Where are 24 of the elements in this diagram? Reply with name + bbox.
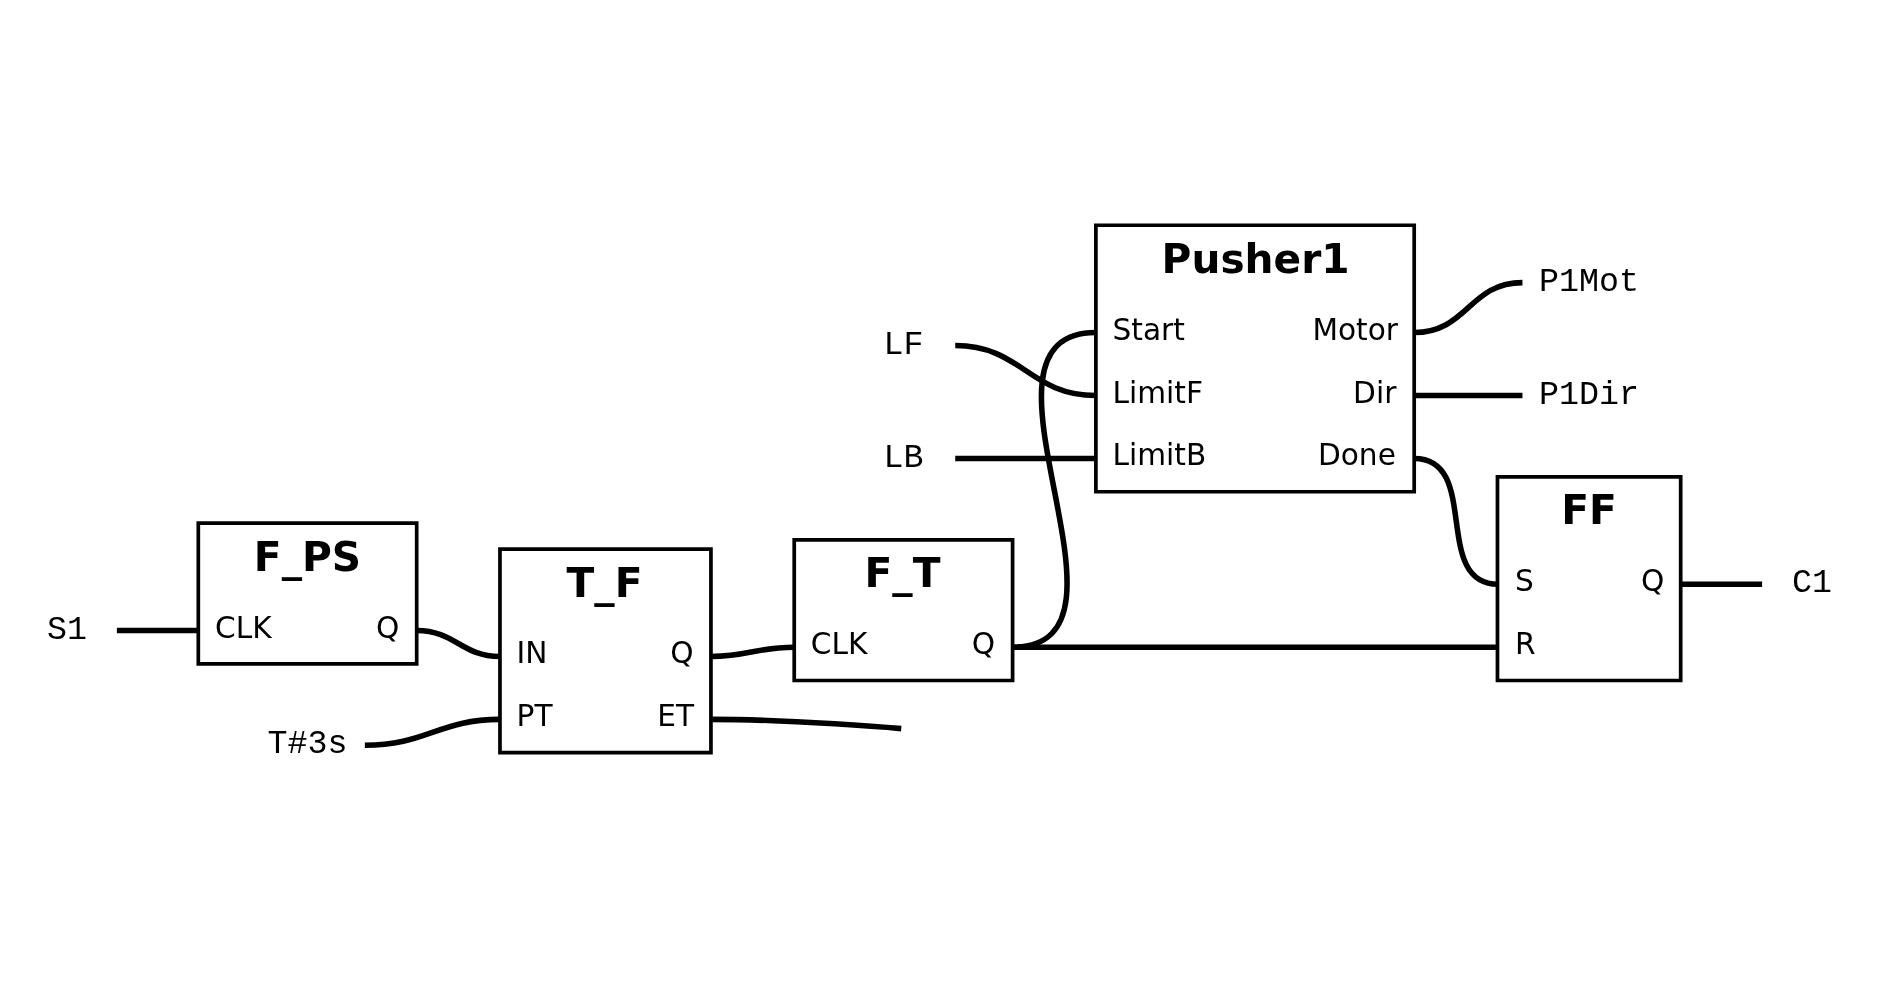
node-box: Pusher1 Start Motor LimitF Dir LimitB Done — [1094, 223, 1417, 494]
connector — [116, 627, 199, 634]
connector — [1414, 392, 1523, 399]
node-box: F_T CLK Q — [792, 538, 1015, 683]
node-text: T#3s — [267, 725, 348, 764]
connector — [364, 716, 501, 749]
connector — [1413, 279, 1523, 336]
connector — [1012, 644, 1499, 650]
connector — [710, 716, 902, 732]
connector — [955, 455, 1096, 462]
node-text: C1 — [1792, 564, 1833, 603]
node-text: P1Mot — [1539, 262, 1640, 301]
node-text: LB — [883, 438, 924, 477]
node-text: S1 — [46, 610, 87, 649]
node-box: F_PS CLK Q — [196, 521, 419, 666]
connector — [1681, 581, 1763, 588]
connector — [416, 627, 501, 660]
connector — [955, 342, 1097, 399]
node-text: LF — [883, 325, 924, 364]
node-box: T_F IN Q PT ET — [498, 547, 713, 755]
node-text: P1Dir — [1539, 375, 1640, 414]
connector — [1413, 455, 1499, 587]
connector — [710, 644, 795, 660]
node-box: FF S Q R — [1495, 475, 1683, 683]
